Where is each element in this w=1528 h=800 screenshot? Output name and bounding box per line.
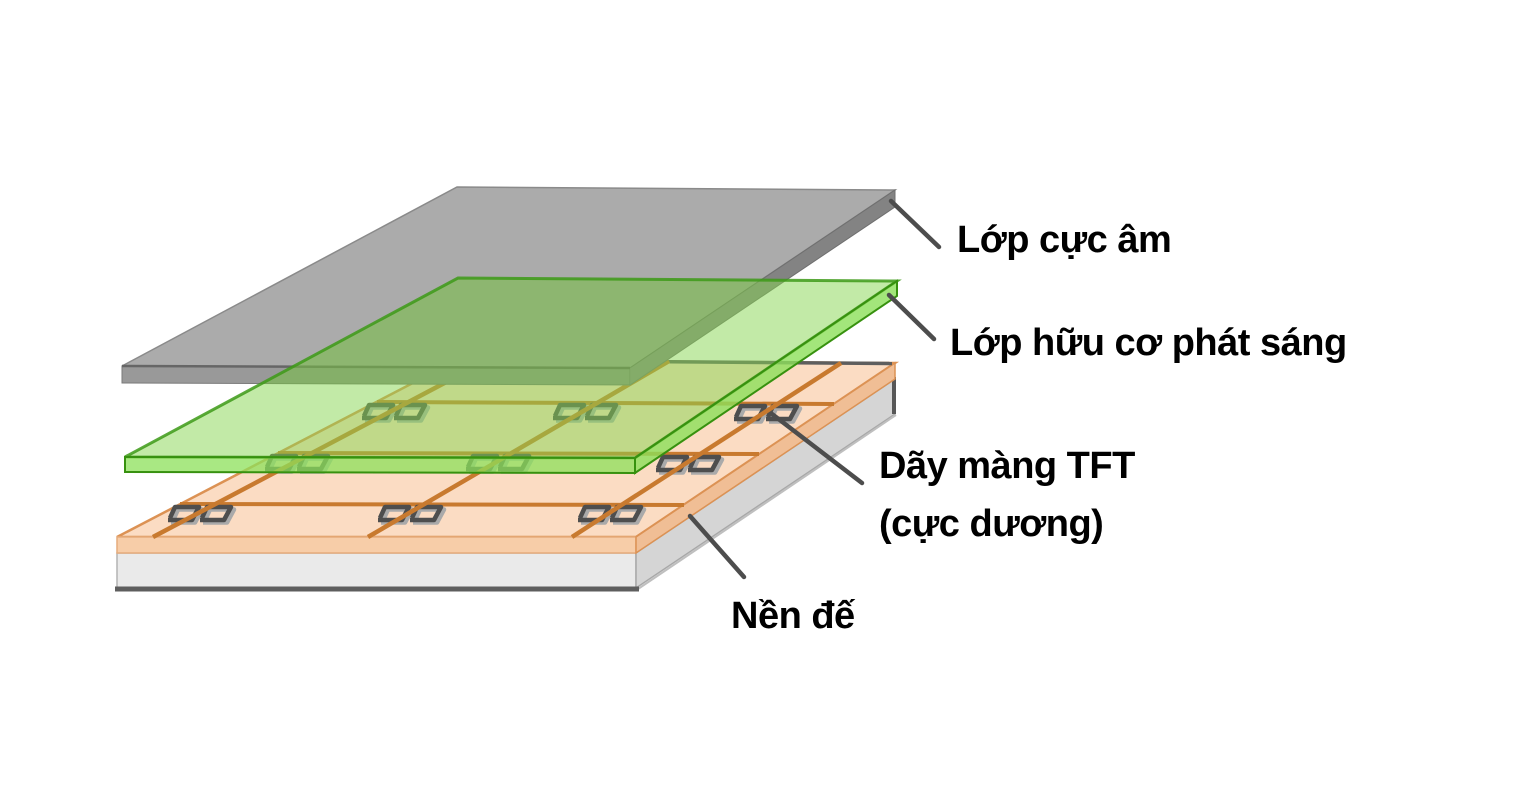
column-wire (570, 361, 843, 539)
substrate-label: Nền đế (731, 595, 856, 637)
substrate-layer (115, 377, 897, 592)
cathode-label: Lớp cực âm (957, 219, 1171, 261)
leader-lines (687, 198, 942, 580)
substrate-front-face (116, 552, 637, 589)
tft-front-face (116, 536, 637, 554)
substrate-bottom-right-edge (637, 414, 897, 590)
organic-label: Lớp hữu cơ phát sáng (950, 322, 1347, 364)
tft-label-line2: (cực dương) (879, 503, 1103, 545)
tft-leader-line (769, 411, 865, 486)
labels: Lớp cực âm Lớp hữu cơ phát sáng Dãy màng… (731, 219, 1347, 637)
tft-label-line1: Dãy màng TFT (879, 445, 1135, 487)
organic-leader-line (886, 292, 937, 342)
cathode-leader-line (888, 198, 942, 250)
tft-right-face (635, 361, 896, 555)
substrate-leader-line (687, 513, 747, 580)
organic-front-face (124, 455, 636, 475)
organic-layer (124, 276, 902, 475)
